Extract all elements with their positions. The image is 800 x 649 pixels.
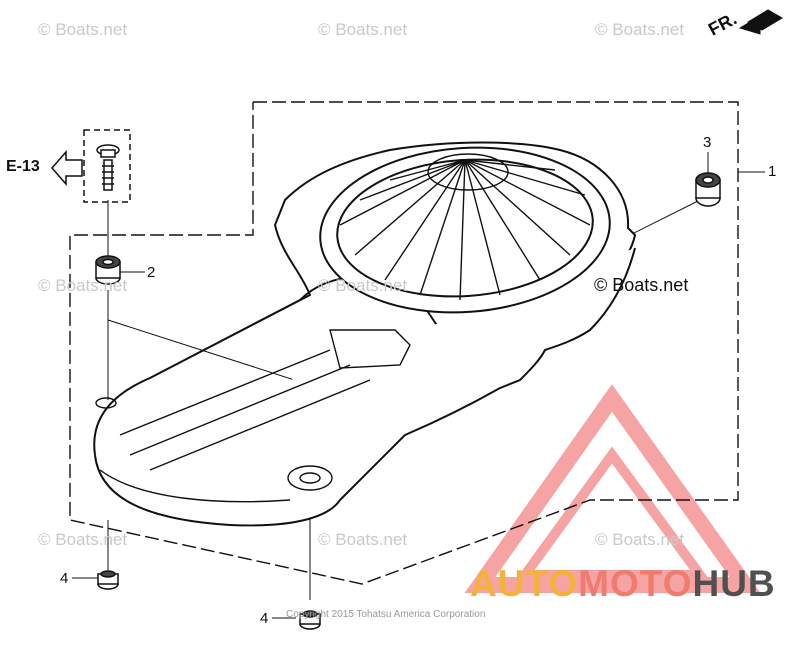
brand-part-moto: MOTO bbox=[578, 563, 693, 604]
reference-arrow-icon bbox=[51, 150, 83, 186]
logo-mark bbox=[464, 384, 761, 593]
watermark: © Boats.net bbox=[38, 530, 128, 549]
brand-logo-text: AUTOMOTOHUB bbox=[470, 563, 776, 605]
callout-2: 2 bbox=[147, 264, 156, 281]
callout-3: 3 bbox=[703, 134, 712, 151]
front-direction-arrow-icon bbox=[738, 9, 783, 35]
assembly-frame bbox=[69, 101, 739, 585]
copyright-text: Copyright 2015 Tohatsu America Corporati… bbox=[286, 609, 486, 620]
watermark: © Boats.net bbox=[318, 20, 408, 39]
grommet-part-3 bbox=[695, 172, 721, 207]
watermark: © Boats.net bbox=[595, 20, 685, 39]
brand-part-hub: HUB bbox=[692, 563, 776, 604]
callout-4: 4 bbox=[60, 570, 69, 587]
watermark: © Boats.net bbox=[38, 20, 128, 39]
collar-part-4a bbox=[97, 570, 119, 590]
grommet-part-2 bbox=[95, 255, 121, 285]
credit-text: © Boats.net bbox=[594, 275, 689, 295]
callout-1: 1 bbox=[768, 163, 777, 180]
callout-4: 4 bbox=[260, 610, 269, 627]
watermark: © Boats.net bbox=[595, 530, 685, 549]
watermark: © Boats.net bbox=[38, 276, 128, 295]
collar-part-4b bbox=[299, 610, 321, 630]
bolt-part bbox=[83, 129, 131, 203]
watermark: © Boats.net bbox=[318, 276, 408, 295]
fan-grille bbox=[339, 153, 591, 301]
cover-ribs bbox=[95, 329, 411, 503]
reference-code-label: E-13 bbox=[6, 158, 40, 175]
brand-part-auto: AUTO bbox=[470, 563, 579, 604]
watermark: © Boats.net bbox=[318, 530, 408, 549]
